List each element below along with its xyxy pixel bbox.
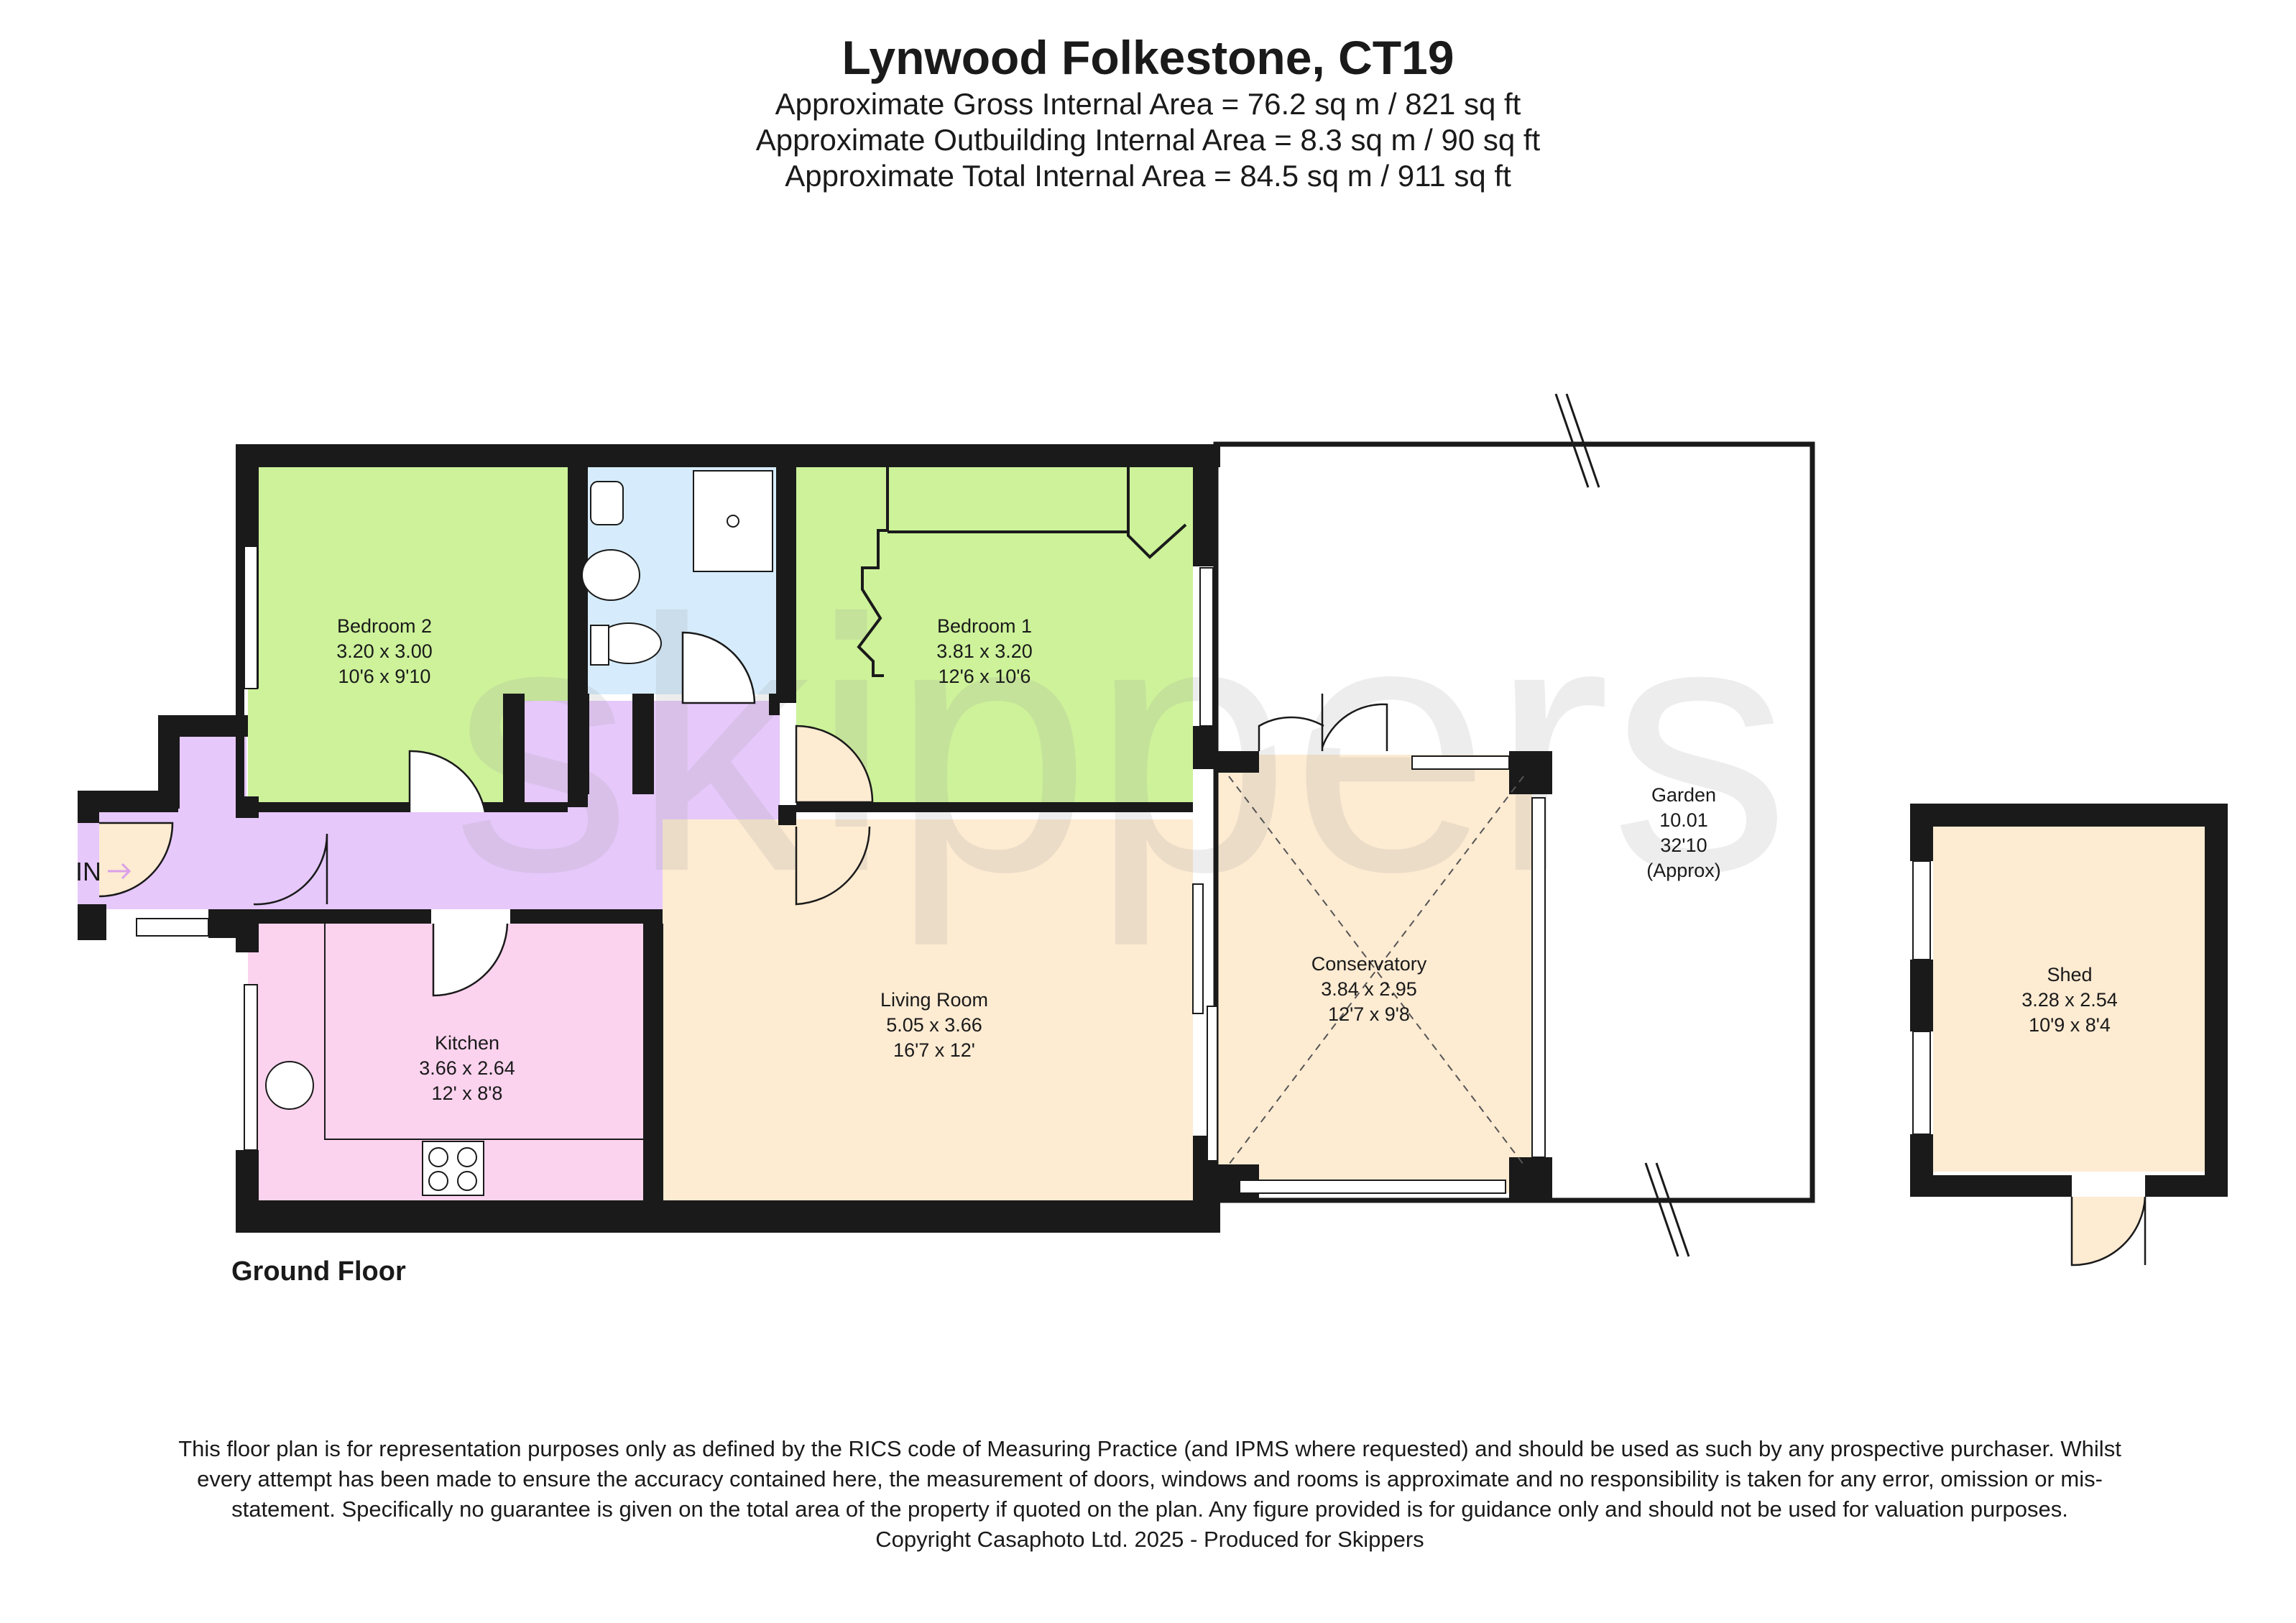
doors <box>98 631 2147 1266</box>
entrance-label: IN <box>75 857 101 886</box>
room-metric: 10.01 <box>1659 809 1708 831</box>
header: Lynwood Folkestone, CT19 Approximate Gro… <box>0 29 2296 194</box>
disclaimer-text: This floor plan is for representation pu… <box>178 1436 2121 1522</box>
watermark: skippers <box>452 544 1790 948</box>
room-name: Conservatory <box>1311 953 1427 975</box>
total-area-text: Approximate Total Internal Area = 84.5 s… <box>785 159 1511 193</box>
room-name: Kitchen <box>435 1032 499 1054</box>
hallway-fill-3 <box>178 735 246 814</box>
room-imperial: 10'9 x 8'4 <box>2029 1014 2111 1036</box>
room-imperial: 10'6 x 9'10 <box>338 666 431 687</box>
room-kitchen: Kitchen 3.66 x 2.64 12' x 8'8 <box>419 1032 515 1104</box>
room-garden: Garden 10.01 32'10 (Approx) <box>1646 784 1721 881</box>
disclaimer: This floor plan is for representation pu… <box>151 1434 2149 1555</box>
room-conservatory: Conservatory 3.84 x 2.95 12'7 x 9'8 <box>1311 953 1427 1025</box>
bathroom-fixtures <box>581 470 773 666</box>
room-note: (Approx) <box>1646 860 1721 881</box>
room-name: Garden <box>1651 784 1716 806</box>
floor-label: Ground Floor <box>231 1256 406 1287</box>
kitchen-fixtures <box>265 924 647 1196</box>
shed-fill <box>1933 827 2206 1172</box>
room-name: Living Room <box>880 989 988 1011</box>
entrance-arrow-icon <box>108 863 132 880</box>
main-walls <box>78 444 2228 1233</box>
room-metric: 3.81 x 3.20 <box>936 640 1033 662</box>
gross-area-text: Approximate Gross Internal Area = 76.2 s… <box>775 87 1521 121</box>
living-room-fill <box>663 819 1193 1200</box>
room-bedroom2: Bedroom 2 3.20 x 3.00 10'6 x 9'10 <box>336 615 433 687</box>
room-name: Shed <box>2047 964 2092 985</box>
room-imperial: 16'7 x 12' <box>893 1039 975 1061</box>
room-metric: 3.84 x 2.95 <box>1321 978 1417 1000</box>
copyright-text: Copyright Casaphoto Ltd. 2025 - Produced… <box>875 1527 1424 1552</box>
room-metric: 5.05 x 3.66 <box>886 1014 982 1036</box>
room-imperial: 12'7 x 9'8 <box>1328 1003 1410 1025</box>
garden-break-marks <box>1554 393 1690 1257</box>
hallway-fill <box>78 812 778 909</box>
room-imperial: 12'6 x 10'6 <box>939 666 1031 687</box>
room-bedroom1: Bedroom 1 3.81 x 3.20 12'6 x 10'6 <box>936 615 1033 687</box>
page-title: Lynwood Folkestone, CT19 <box>842 31 1454 84</box>
room-metric: 3.20 x 3.00 <box>336 640 433 662</box>
room-imperial: 12' x 8'8 <box>432 1082 503 1104</box>
wardrobe-lines <box>857 467 1187 677</box>
room-metric: 3.28 x 2.54 <box>2021 989 2118 1011</box>
room-name: Bedroom 1 <box>937 615 1032 637</box>
room-imperial: 32'10 <box>1660 835 1707 856</box>
conservatory-diagonals <box>1228 776 1524 1165</box>
windows <box>136 546 1931 1194</box>
room-shed: Shed 3.28 x 2.54 10'9 x 8'4 <box>2021 964 2118 1036</box>
room-name: Bedroom 2 <box>337 615 432 637</box>
outbuilding-area-text: Approximate Outbuilding Internal Area = … <box>755 123 1541 157</box>
room-living-room: Living Room 5.05 x 3.66 16'7 x 12' <box>880 989 988 1061</box>
room-metric: 3.66 x 2.64 <box>419 1057 515 1079</box>
